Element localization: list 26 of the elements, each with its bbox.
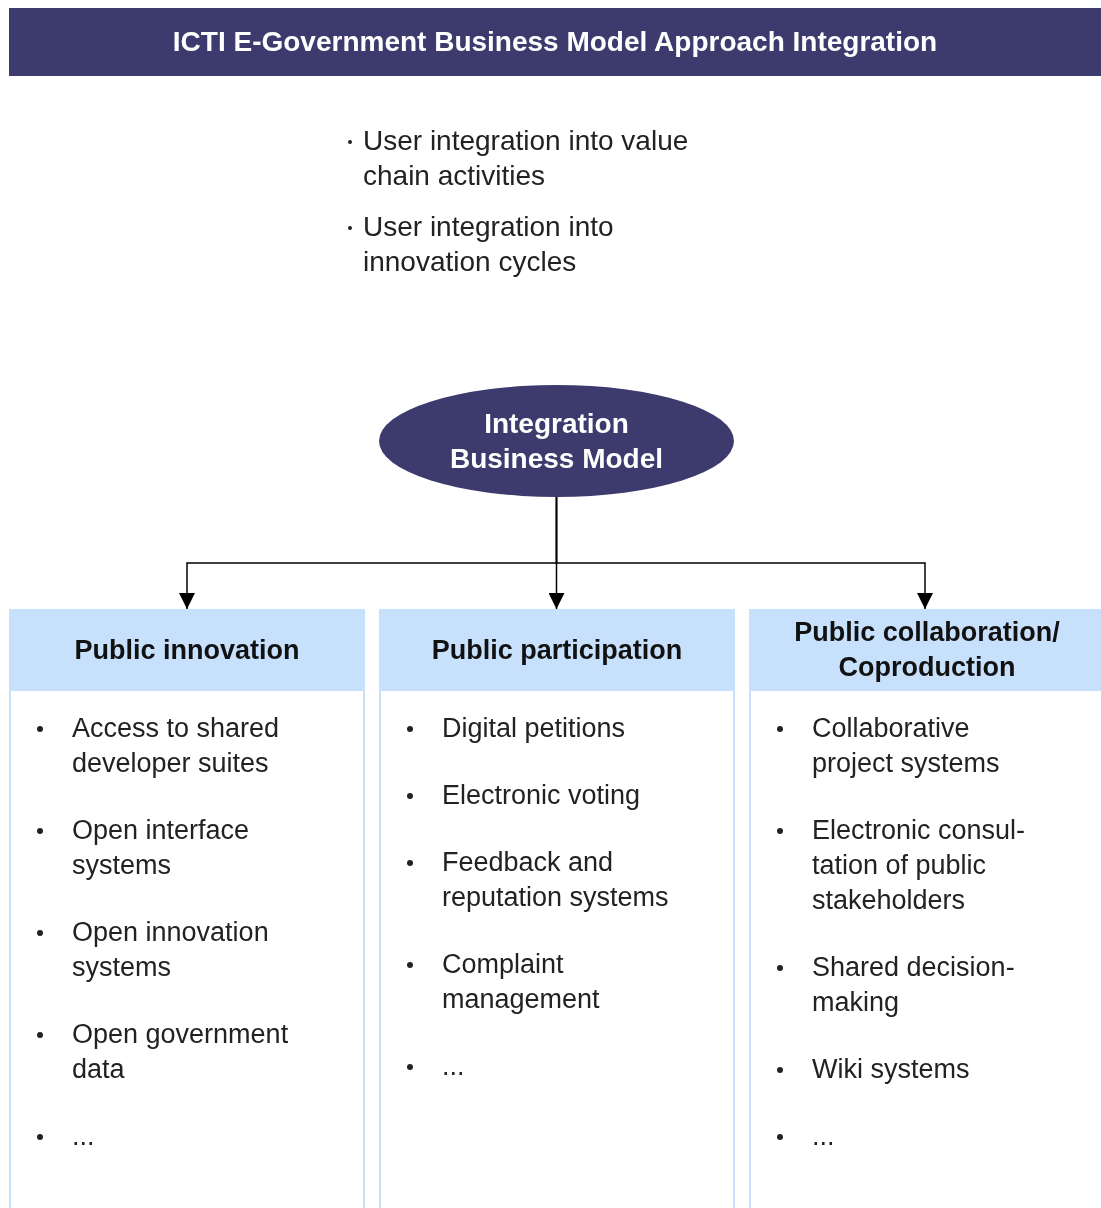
list-item: Open interface systems	[37, 813, 313, 883]
list-item: Wiki systems	[777, 1052, 1053, 1087]
list-item: ...	[37, 1119, 313, 1154]
bullet-text: User integration into value chain activities	[345, 123, 725, 193]
column-panel	[9, 609, 365, 1208]
bullet-text: User integration into innovation cycles	[345, 209, 725, 279]
column-header: Public participation	[379, 609, 735, 691]
list-item: Feedback and reputation systems	[407, 845, 683, 915]
list-item: Open innovation systems	[37, 915, 313, 985]
column-panel	[379, 609, 735, 1208]
list-item: Electronic consul- tation of public stakeholders	[777, 813, 1053, 918]
list-item: Electronic voting	[407, 778, 683, 813]
list-item: Digital petitions	[407, 711, 683, 746]
node-label: Integration Business Model	[448, 407, 665, 476]
list-item: ...	[407, 1049, 683, 1084]
list-item: Complaint management	[407, 947, 683, 1017]
list-item: Access to shared developer suites	[37, 711, 313, 781]
list-item: ...	[777, 1119, 1053, 1154]
column-header: Public innovation	[9, 609, 365, 691]
list-item: Open government data	[37, 1017, 313, 1087]
column-header: Public collaboration/ Coproduction	[749, 609, 1101, 691]
column-panel	[749, 609, 1101, 1208]
list-item: Shared decision- making	[777, 950, 1053, 1020]
title-bar: ICTI E-Government Business Model Approach Integration	[9, 8, 1101, 76]
arrow	[555, 496, 933, 610]
list-item: Collaborative project systems	[777, 711, 1053, 781]
